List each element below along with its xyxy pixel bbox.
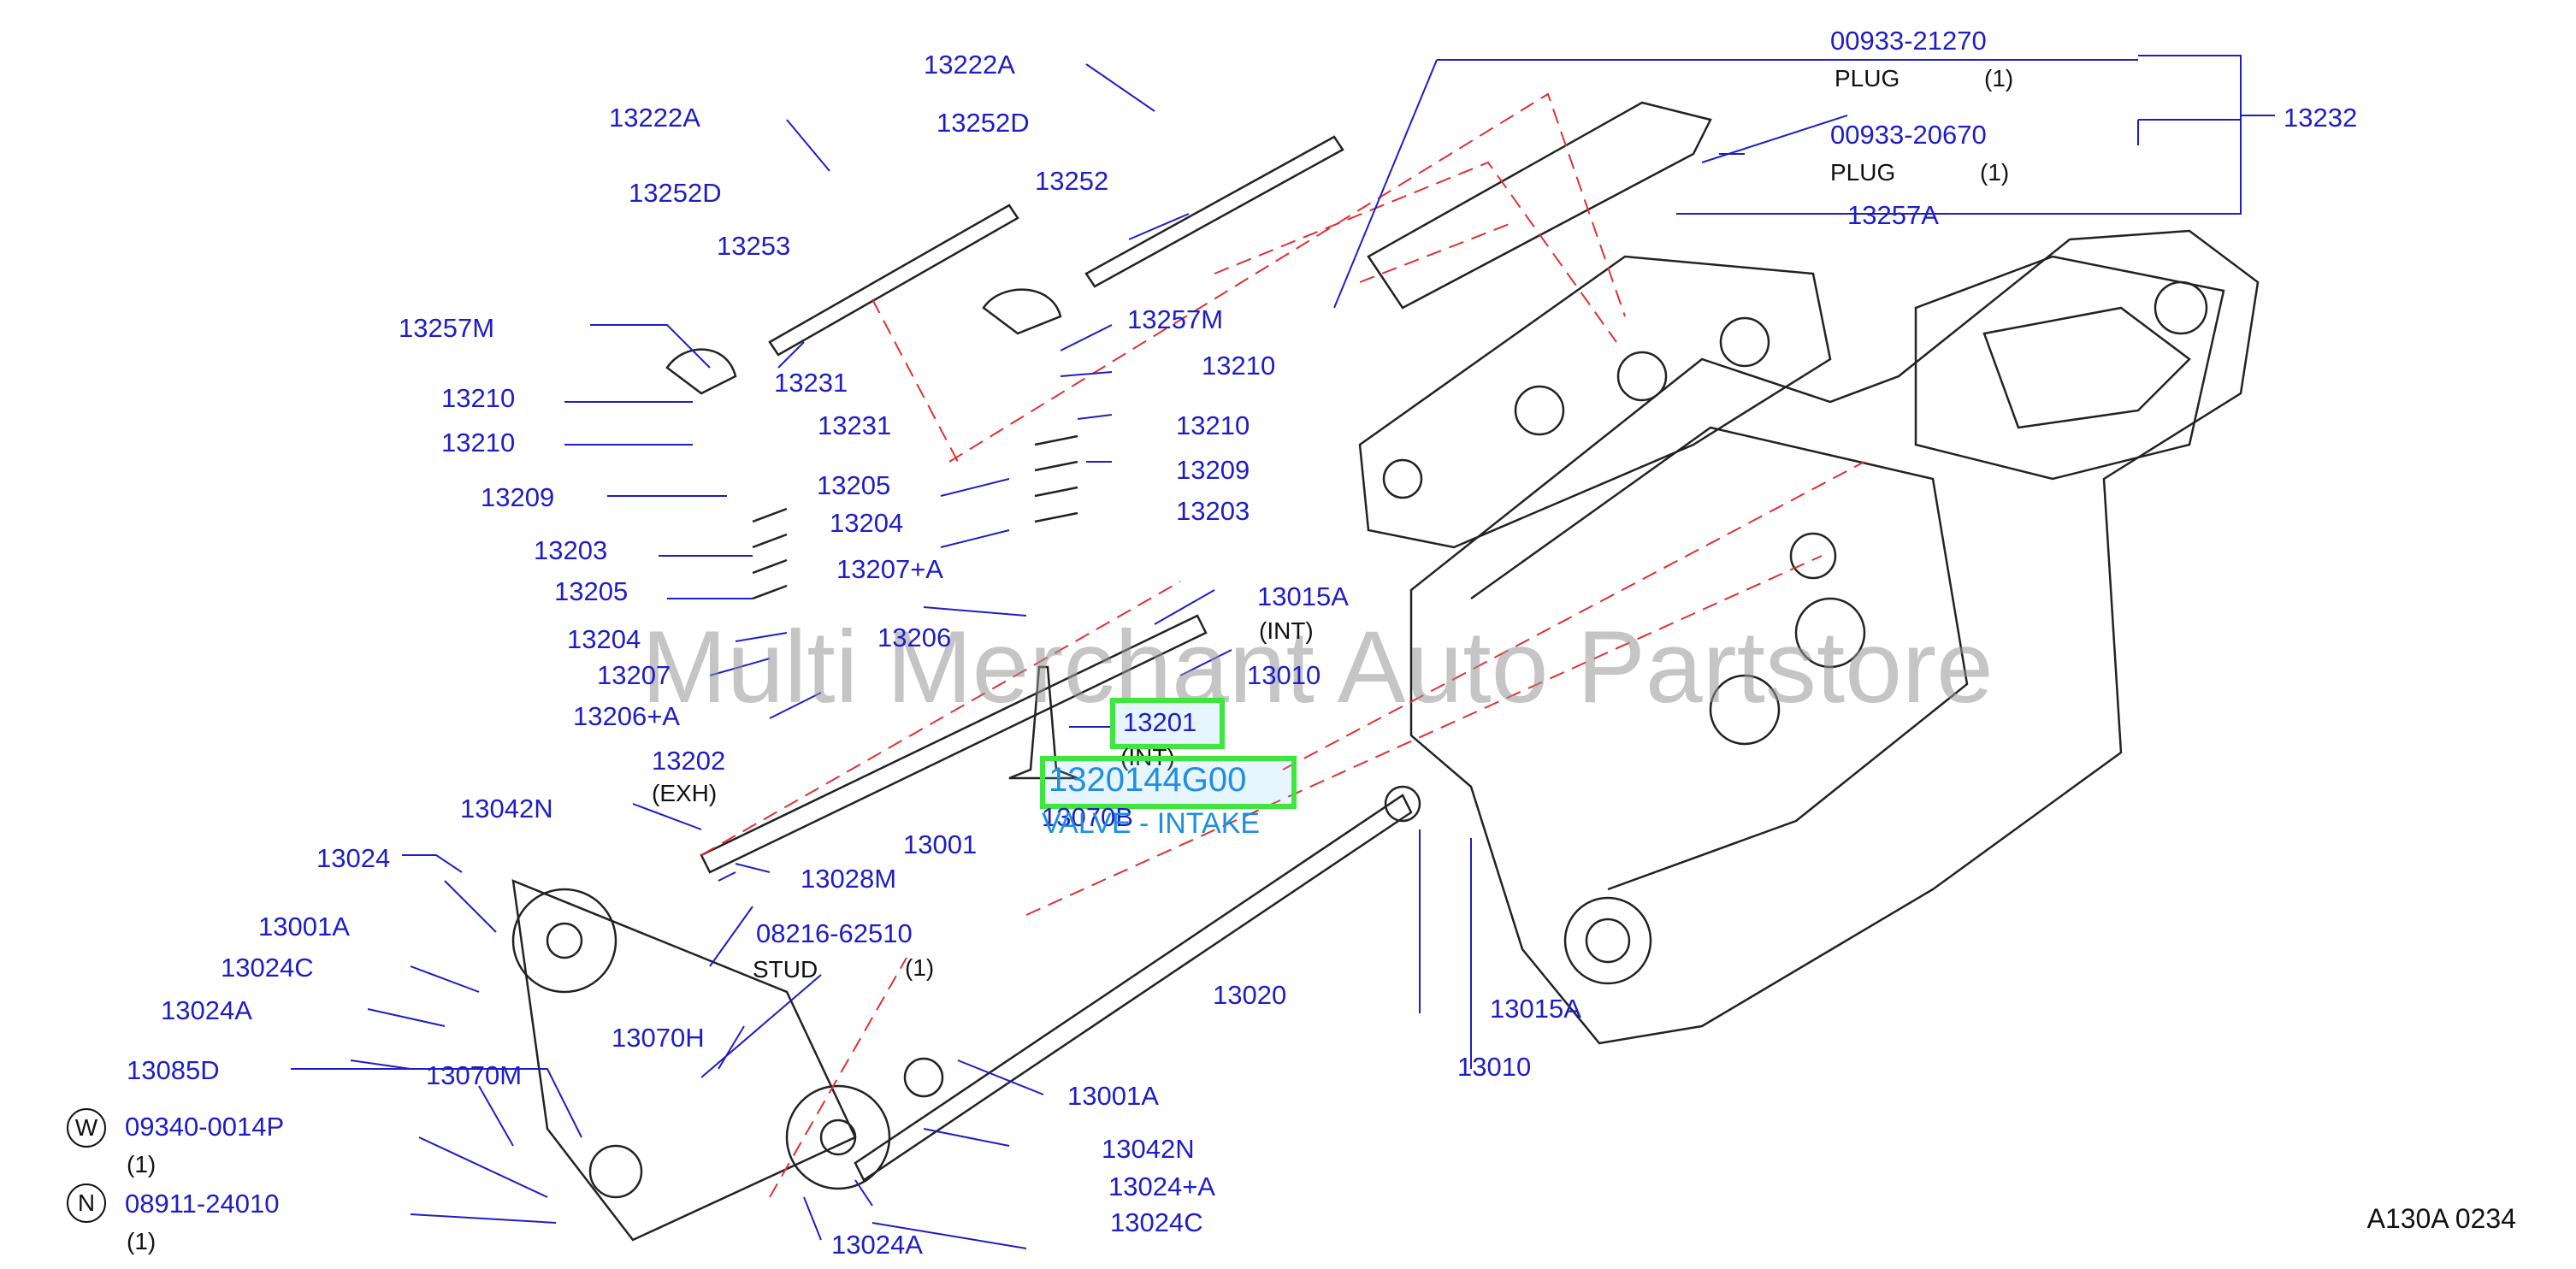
part-label-13085D[interactable]: 13085D [127, 1055, 220, 1085]
part-label-1320144G00[interactable]: 1320144G00 [1049, 761, 1247, 799]
part-description: VALVE - INTAKE [1042, 807, 1261, 840]
part-label-13001A[interactable]: 13001A [258, 912, 350, 941]
part-label-13231[interactable]: 13231 [818, 410, 892, 440]
nut-qty: (1) [127, 1228, 157, 1254]
part-label-13206A[interactable]: 13206+A [573, 701, 680, 731]
part-label-13024A[interactable]: 13024A [161, 995, 252, 1025]
part-label-13257M[interactable]: 13257M [399, 313, 495, 343]
plug-label-1: PLUG [1835, 65, 1900, 91]
part-label-13210[interactable]: 13210 [1202, 351, 1276, 381]
part-label-08216-62510[interactable]: 08216-62510 [756, 918, 913, 948]
part-label-13024[interactable]: 13024 [316, 843, 391, 873]
part-label-13205[interactable]: 13205 [817, 470, 891, 500]
part-label-13203[interactable]: 13203 [1176, 496, 1250, 526]
tensioner-pulley [588, 1144, 643, 1199]
part-label-09340-0014P[interactable]: 09340-0014P [125, 1112, 285, 1142]
part-label-13222A[interactable]: 13222A [924, 50, 1015, 80]
part-label-13070M[interactable]: 13070M [426, 1060, 523, 1090]
part-label-13210[interactable]: 13210 [1176, 410, 1250, 440]
part-label-13231[interactable]: 13231 [774, 368, 848, 398]
exhaust-note: (EXH) [652, 780, 718, 806]
part-label-00933-20670[interactable]: 00933-20670 [1830, 120, 1987, 150]
part-label-13024C[interactable]: 13024C [221, 953, 314, 983]
part-label-13207[interactable]: 13207 [597, 660, 671, 690]
part-label-13209[interactable]: 13209 [481, 482, 555, 512]
part-label-13028M[interactable]: 13028M [801, 864, 897, 894]
part-label-13024A[interactable]: 13024A [831, 1230, 923, 1260]
highlight-box-1320144G00 [1040, 756, 1297, 809]
part-label-13024A-plus[interactable]: 13024+A [1108, 1172, 1215, 1201]
part-label-13252D[interactable]: 13252D [629, 178, 722, 208]
watermark-text: Multi Merchant Auto Partstore [641, 610, 1994, 724]
part-label-13257A[interactable]: 13257A [1847, 200, 1939, 230]
part-label-13206[interactable]: 13206 [877, 623, 952, 652]
part-label-13210[interactable]: 13210 [441, 428, 516, 457]
part-label-13207A[interactable]: 13207+A [836, 554, 943, 584]
stud-label: STUD [753, 956, 818, 983]
part-label-13010[interactable]: 13010 [1247, 660, 1321, 690]
highlight-box-13201 [1110, 698, 1225, 749]
engine-block-outline [1409, 229, 2260, 1045]
part-label-13042N[interactable]: 13042N [1102, 1134, 1195, 1164]
part-label-13024C[interactable]: 13024C [1110, 1207, 1203, 1237]
camshaft-intake [854, 794, 1413, 1182]
timing-belt [511, 879, 857, 1242]
part-label-13210[interactable]: 13210 [441, 383, 516, 413]
plug-qty-2: (1) [1980, 159, 2010, 186]
part-label-13001A[interactable]: 13001A [1067, 1081, 1159, 1111]
part-label-13020[interactable]: 13020 [1213, 980, 1287, 1010]
part-label-13222A[interactable]: 13222A [609, 103, 700, 133]
part-label-13252[interactable]: 13252 [1035, 166, 1109, 196]
stud-qty: (1) [905, 954, 935, 981]
cylinder-head-outline [1358, 255, 1832, 549]
camshaft-exhaust [700, 614, 1208, 874]
nut-symbol-n: N [67, 1183, 106, 1223]
part-label-13001[interactable]: 13001 [903, 829, 978, 859]
part-label-13010[interactable]: 13010 [1457, 1052, 1532, 1082]
part-label-13203[interactable]: 13203 [534, 535, 608, 565]
part-label-13253[interactable]: 13253 [717, 231, 791, 261]
rocker-cover-outline [1367, 101, 1712, 310]
figure-reference: A130A 0234 [2366, 1203, 2516, 1234]
plug-qty-1: (1) [1984, 65, 2014, 91]
part-label-13202[interactable]: 13202 [652, 746, 726, 776]
part-label-13252D[interactable]: 13252D [936, 108, 1030, 138]
cam-pulley-intake [785, 1084, 891, 1190]
part-label-13015A[interactable]: 13015A [1257, 581, 1349, 611]
part-label-08911-24010[interactable]: 08911-24010 [125, 1189, 280, 1219]
part-label-13204[interactable]: 13204 [830, 508, 904, 538]
washer-qty: (1) [127, 1151, 157, 1178]
part-label-13232[interactable]: 13232 [2284, 103, 2358, 133]
part-label-13209[interactable]: 13209 [1176, 455, 1250, 485]
part-label-13070B[interactable]: 13070B [1042, 802, 1133, 832]
part-label-13015A[interactable]: 13015A [1490, 994, 1581, 1024]
intake-note: (INT) [1259, 617, 1314, 644]
part-label-13257M[interactable]: 13257M [1127, 304, 1224, 334]
part-label-00933-21270[interactable]: 00933-21270 [1830, 26, 1987, 56]
washer-symbol-w: W [67, 1108, 106, 1148]
part-label-13205[interactable]: 13205 [554, 576, 629, 606]
plug-label-2: PLUG [1830, 159, 1896, 186]
part-label-13204[interactable]: 13204 [567, 624, 641, 654]
part-label-13201[interactable]: 13201 [1123, 707, 1197, 737]
part-label-13042N[interactable]: 13042N [460, 794, 553, 823]
cam-pulley-exhaust [511, 888, 617, 994]
part-label-13070H[interactable]: 13070H [612, 1023, 705, 1053]
